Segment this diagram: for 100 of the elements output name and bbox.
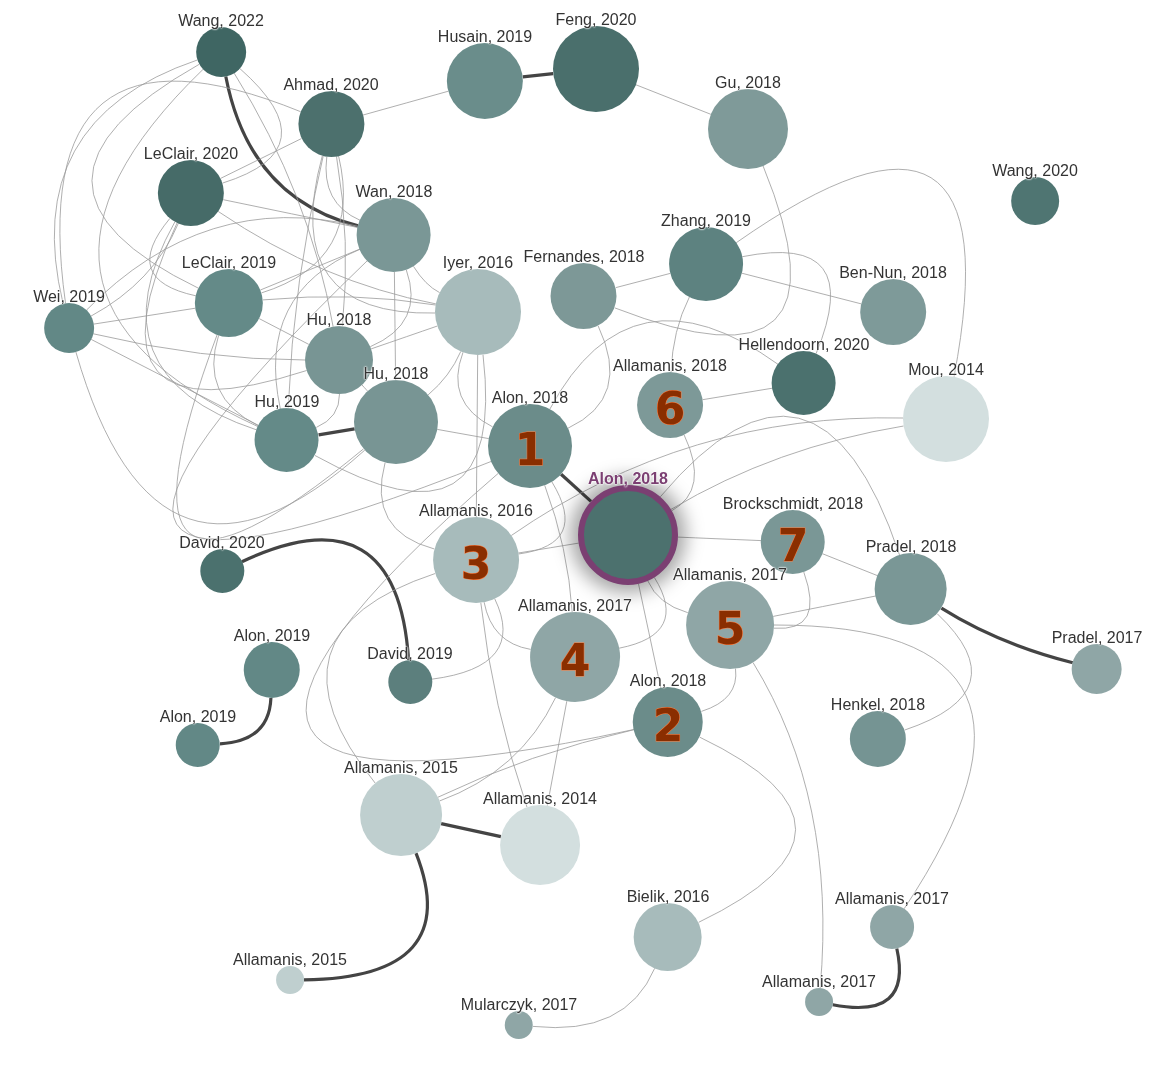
link-line [698, 736, 796, 923]
paper-label: Wan, 2018 [355, 183, 433, 201]
paper-label: Pradel, 2018 [865, 538, 957, 556]
paper-label: Alon, 2018 [588, 470, 668, 488]
link-line [413, 266, 440, 293]
link-line [647, 580, 689, 614]
link-line [306, 473, 635, 762]
link-line [262, 296, 436, 306]
link-line [149, 218, 197, 297]
link-line [220, 138, 302, 179]
link-line [325, 156, 361, 221]
link-line [677, 536, 762, 541]
link-line [671, 434, 695, 512]
paper-label: Allamanis, 2015 [344, 759, 458, 777]
paper-label: Hu, 2019 [254, 393, 320, 411]
paper-label: Henkel, 2018 [830, 696, 926, 714]
paper-label: Iyer, 2016 [442, 254, 514, 272]
link-line [92, 333, 306, 361]
link-line [480, 602, 528, 808]
paper-label: Allamanis, 2014 [483, 790, 597, 808]
link-line [618, 577, 667, 649]
link-line [615, 273, 671, 288]
link-line [261, 155, 344, 294]
paper-label: Pradel, 2017 [1051, 629, 1143, 647]
paper-label: Feng, 2020 [555, 11, 637, 29]
paper-label: Alon, 2018 [629, 672, 707, 690]
link-line [567, 325, 611, 429]
link-line [614, 165, 791, 336]
link-line [275, 248, 361, 410]
link-line [90, 339, 259, 426]
paper-label: Zhang, 2019 [661, 212, 751, 230]
paper-label: Allamanis, 2017 [518, 597, 632, 615]
paper-label: Allamanis, 2017 [673, 566, 787, 584]
link-line [224, 76, 359, 228]
link-line [741, 272, 862, 305]
link-line [222, 199, 359, 228]
link-line [772, 595, 877, 617]
annotation-number: 1 [514, 428, 546, 473]
link-line [670, 425, 904, 510]
link-line [380, 462, 435, 550]
paper-label: Allamanis, 2018 [613, 357, 727, 375]
link-line [522, 72, 554, 79]
link-line [91, 63, 200, 289]
paper-label: Fernandes, 2018 [523, 248, 645, 266]
paper-label: Allamanis, 2016 [419, 502, 533, 520]
link-line [217, 211, 437, 305]
annotation-number: 4 [559, 639, 591, 684]
link-line [940, 606, 1074, 665]
link-line [233, 72, 334, 327]
link-line [326, 573, 436, 784]
annotation-number: 2 [652, 704, 684, 749]
link-line [457, 351, 493, 428]
paper-label: LeClair, 2020 [143, 145, 239, 163]
link-line [222, 68, 282, 184]
paper-label: Hu, 2018 [306, 311, 372, 329]
link-line [822, 553, 878, 577]
link-line [213, 335, 259, 427]
paper-label: Husain, 2019 [437, 28, 533, 46]
link-line [904, 613, 972, 731]
link-line [258, 318, 310, 345]
link-line [741, 252, 831, 354]
paper-label: Alon, 2019 [233, 627, 311, 645]
link-line [260, 248, 361, 291]
link-line [316, 393, 340, 428]
link-line [560, 473, 593, 503]
annotation-number: 6 [654, 387, 686, 432]
paper-label: LeClair, 2019 [181, 254, 277, 272]
link-line [832, 948, 901, 1009]
link-line [361, 384, 368, 392]
link-line [98, 69, 259, 427]
link-line [145, 222, 308, 391]
paper-label: Alon, 2019 [159, 708, 237, 726]
link-line [510, 417, 904, 536]
paper-label: Wei, 2019 [33, 288, 105, 306]
link-line [219, 697, 273, 746]
paper-label: Ben-Nun, 2018 [839, 264, 947, 282]
link-line [90, 223, 179, 317]
link-line [439, 697, 556, 802]
link-line [172, 260, 492, 540]
paper-label: Bielik, 2016 [626, 888, 710, 906]
link-line [312, 155, 436, 314]
paper-label: Allamanis, 2017 [835, 890, 949, 908]
paper-label: David, 2020 [179, 534, 265, 552]
link-line [145, 221, 257, 431]
link-line [75, 351, 366, 525]
paper-label: Allamanis, 2017 [762, 973, 876, 991]
link-line [436, 429, 490, 439]
link-line [518, 542, 580, 554]
link-line [635, 84, 712, 115]
link-line [369, 269, 412, 348]
link-line [773, 624, 975, 910]
paper-label: Mou, 2014 [908, 361, 984, 379]
link-line [437, 729, 635, 798]
paper-label: Wang, 2022 [178, 12, 264, 30]
link-line [93, 307, 196, 325]
paper-label: Gu, 2018 [715, 74, 781, 92]
paper-label: Brockschmidt, 2018 [722, 495, 864, 513]
link-line [702, 387, 773, 401]
link-line [362, 90, 449, 116]
annotation-number: 7 [777, 524, 809, 569]
